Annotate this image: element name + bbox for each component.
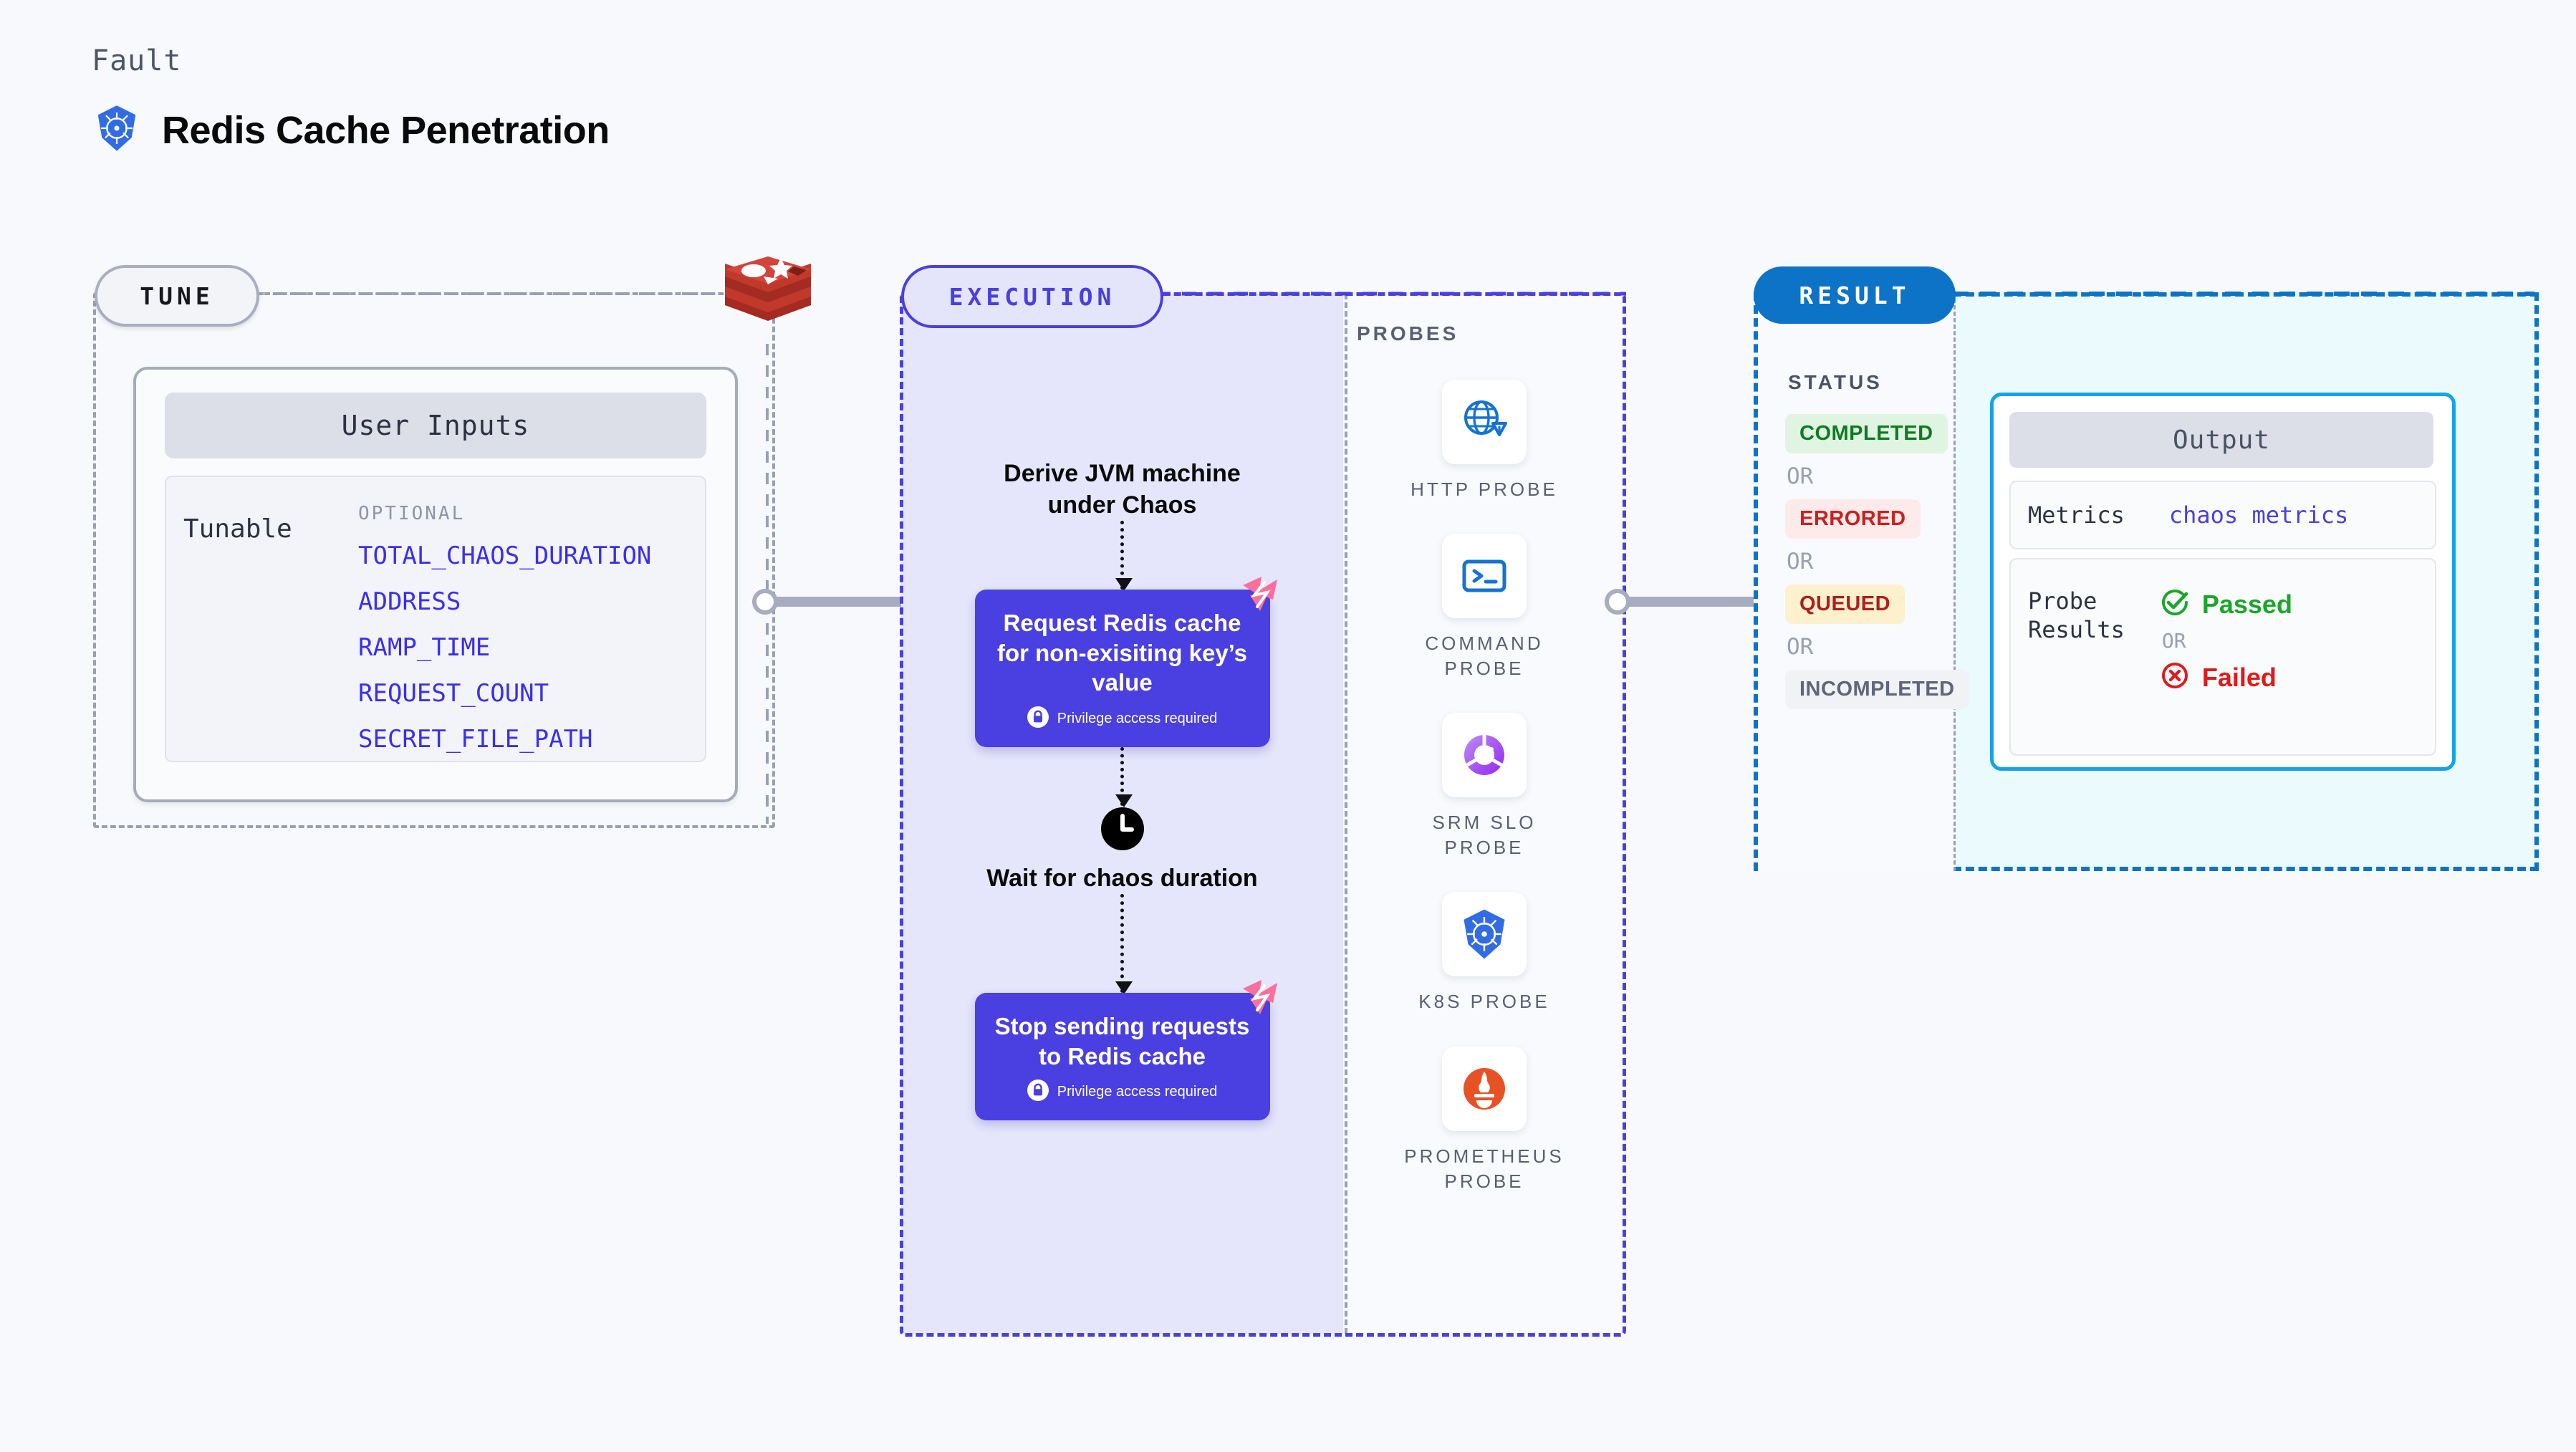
lock-icon (1027, 1080, 1049, 1105)
status-badge: COMPLETED (1785, 414, 1948, 453)
probe-item-prometheus[interactable]: PROMETHEUS PROBE (1404, 1046, 1565, 1194)
probes-background (1345, 294, 1624, 1334)
probe-label: K8S PROBE (1418, 991, 1550, 1013)
tunable-item[interactable]: TOTAL_CHAOS_DURATION (358, 542, 652, 570)
user-inputs-header: User Inputs (165, 393, 706, 458)
privilege-text: Privilege access required (1057, 1084, 1218, 1100)
status-badge: QUEUED (1785, 585, 1905, 624)
privilege-row: Privilege access required (991, 706, 1254, 731)
metrics-value-link[interactable]: chaos metrics (2168, 501, 2349, 529)
execution-action-label: Request Redis cache for non-exisiting ke… (996, 610, 1247, 696)
x-circle-icon (2159, 660, 2191, 695)
chaos-badge-icon (1237, 571, 1283, 617)
fault-eyebrow: Fault (92, 44, 182, 77)
probe-label: SRM SLO PROBE (1432, 812, 1537, 859)
passed-label: Passed (2201, 589, 2292, 619)
kubernetes-icon (92, 103, 142, 157)
metrics-row: Metrics chaos metrics (2009, 481, 2436, 549)
privilege-text: Privilege access required (1057, 710, 1218, 726)
result-top-border (1953, 292, 2534, 296)
output-card: Output Metrics chaos metrics Probe Resul… (1990, 393, 2456, 771)
probe-list: HTTP PROBE COMMAND PROBE (1345, 380, 1624, 1194)
execution-action-node[interactable]: Stop sending requests to Redis cache Pri… (974, 980, 1277, 1121)
probe-item-k8s[interactable]: K8S PROBE (1418, 892, 1549, 1014)
redis-icon (719, 252, 817, 345)
tunable-item[interactable]: ADDRESS (358, 587, 461, 616)
tunable-item[interactable]: REQUEST_COUNT (358, 679, 549, 708)
probe-label: PROMETHEUS PROBE (1404, 1145, 1565, 1192)
flow-connector (1115, 521, 1133, 592)
or-label: OR (2161, 629, 2186, 653)
flow-connector (1115, 746, 1133, 807)
redis-lane-line (766, 344, 769, 824)
execution-step-text: Derive JVM machine under Chaos (1004, 460, 1241, 519)
optional-label: OPTIONAL (358, 503, 466, 524)
prometheus-probe-icon (1442, 1046, 1527, 1131)
metrics-key: Metrics (2028, 501, 2125, 529)
page-title: Redis Cache Penetration (162, 108, 610, 152)
tunable-row-label: Tunable (183, 514, 292, 544)
srm-slo-probe-icon (1442, 713, 1527, 798)
stage-pill-execution[interactable]: EXECUTION (901, 265, 1163, 328)
probe-item-command[interactable]: COMMAND PROBE (1425, 534, 1543, 681)
tune-card: User Inputs Tunable OPTIONAL TOTAL_CHAOS… (133, 367, 738, 802)
status-stack: COMPLETED OR ERRORED OR QUEUED OR INCOMP… (1785, 414, 1969, 709)
title-row: Redis Cache Penetration (92, 103, 610, 157)
probe-result-failed: Failed (2159, 660, 2292, 695)
privilege-row: Privilege access required (991, 1080, 1254, 1105)
status-label: STATUS (1788, 371, 1883, 393)
tunable-item[interactable]: SECRET_FILE_PATH (358, 725, 593, 754)
stage-pill-tune[interactable]: TUNE (95, 265, 259, 327)
stage-pill-result[interactable]: RESULT (1754, 266, 1956, 324)
flow-connector (1115, 894, 1133, 995)
tunable-item[interactable]: RAMP_TIME (358, 633, 491, 662)
execution-step-text: Wait for chaos duration (986, 864, 1258, 892)
tunable-box: Tunable OPTIONAL TOTAL_CHAOS_DURATION AD… (165, 476, 706, 762)
status-zone (1754, 292, 1956, 871)
lock-icon (1027, 706, 1049, 731)
probe-label: HTTP PROBE (1410, 479, 1558, 500)
or-label: OR (1787, 549, 1814, 574)
execution-action-node[interactable]: Request Redis cache for non-exisiting ke… (974, 577, 1277, 747)
status-badge: INCOMPLETED (1785, 670, 1969, 709)
probes-label: PROBES (1357, 322, 1459, 345)
output-header: Output (2009, 412, 2433, 468)
probe-results-values: Passed OR Failed (2159, 587, 2292, 695)
or-label: OR (1787, 463, 1814, 489)
k8s-probe-icon (1442, 892, 1527, 977)
or-label: OR (1787, 634, 1814, 660)
execution-pill-connector (1156, 292, 1626, 296)
execution-action-label: Stop sending requests to Redis cache (994, 1013, 1250, 1069)
probe-label: COMMAND PROBE (1425, 633, 1544, 680)
page-header: Fault Redis Cache Penetration (92, 44, 610, 157)
tunable-values: OPTIONAL TOTAL_CHAOS_DURATION ADDRESS RA… (358, 503, 651, 754)
failed-label: Failed (2201, 662, 2277, 692)
probe-item-srm-slo[interactable]: SRM SLO PROBE (1432, 713, 1536, 860)
check-circle-icon (2159, 587, 2191, 622)
clock-icon (1100, 806, 1145, 852)
http-probe-icon (1441, 380, 1527, 464)
execution-flow: Derive JVM machine under Chaos Request R… (901, 458, 1343, 1121)
command-probe-icon (1442, 534, 1527, 619)
status-badge: ERRORED (1785, 499, 1921, 539)
probe-results-key: Probe Results (2028, 587, 2125, 643)
probe-result-passed: Passed (2159, 587, 2292, 622)
chaos-badge-icon (1237, 974, 1283, 1020)
tune-lane-connector (252, 292, 725, 295)
probe-item-http[interactable]: HTTP PROBE (1410, 380, 1558, 502)
probe-results-row: Probe Results Passed OR (2009, 558, 2436, 756)
